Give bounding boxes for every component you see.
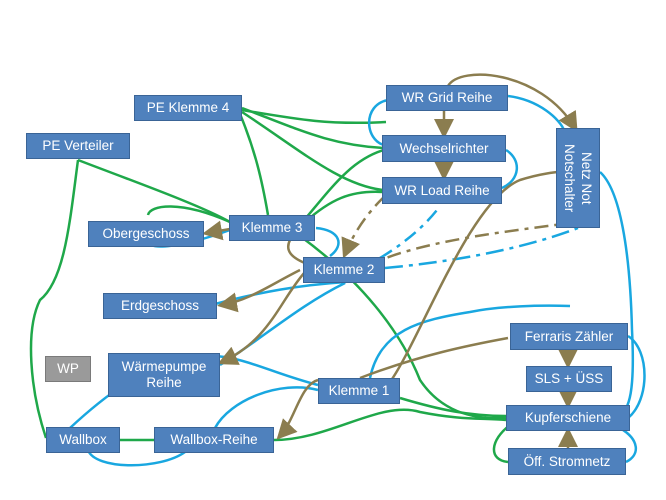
brown-klemme1-ferraris <box>359 336 509 380</box>
node-obergeschoss: Obergeschoss <box>88 221 204 247</box>
node-erdgeschoss: Erdgeschoss <box>103 293 217 319</box>
node-klemme-3: Klemme 3 <box>229 215 315 241</box>
brown-netz-klemme2-dash <box>385 220 579 260</box>
brown-wrload-klemme2-dash <box>341 195 386 259</box>
node-wr-grid-reihe: WR Grid Reihe <box>386 85 508 111</box>
brown-klemme2-waermepumpe <box>217 271 306 365</box>
node-label: Wechselrichter <box>399 140 489 156</box>
node-wallbox-reihe: Wallbox-Reihe <box>154 427 274 453</box>
blue-wrgrid-wechselrichter-loop <box>367 98 389 147</box>
green-klemme1-kupferschiene <box>399 396 507 418</box>
node-wechselrichter: Wechselrichter <box>382 135 506 162</box>
node-oeff-stromnetz: Öff. Stromnetz <box>508 448 626 475</box>
node-label: Netz Not Notschalter <box>562 143 594 213</box>
brown-klemme2-erdgeschoss <box>217 268 301 313</box>
node-label: WR Load Reihe <box>394 182 490 198</box>
node-label: Öff. Stromnetz <box>523 453 611 469</box>
node-waermepumpe-reihe: Wärmepumpe Reihe <box>108 353 220 397</box>
green-klemme3-wechselrichter <box>299 148 385 226</box>
node-label: Wallbox <box>59 432 107 447</box>
blue-klemme1-ferraris <box>368 304 571 379</box>
green-pe4-wrgrid <box>241 108 387 125</box>
l-brown-lines <box>202 73 583 448</box>
blue-netz-kupferschiene <box>599 171 635 420</box>
blue-wallbox-wallboxreihe <box>86 449 186 467</box>
green-wallboxreihe-kupferschiene <box>273 408 507 442</box>
node-wr-load-reihe: WR Load Reihe <box>382 177 502 204</box>
node-ferraris-zaehler: Ferraris Zähler <box>510 323 628 350</box>
node-pe-verteiler: PE Verteiler <box>26 133 130 159</box>
blue-wallboxreihe-klemme1 <box>213 386 319 429</box>
node-wallbox: Wallbox <box>46 427 120 453</box>
node-label: Wallbox-Reihe <box>170 432 258 447</box>
green-klemme3-obergeschoss <box>146 205 231 224</box>
brown-wrgrid-netz <box>446 73 578 133</box>
node-label: WP <box>57 361 79 376</box>
blue-wrload-wechselrichter-loop <box>501 148 518 190</box>
node-label: Klemme 2 <box>313 262 375 277</box>
blue-klemme3-klemme2 <box>315 226 340 258</box>
node-label: WR Grid Reihe <box>401 90 493 105</box>
node-label: SLS + ÜSS <box>534 371 604 386</box>
node-label: Klemme 3 <box>241 220 303 235</box>
node-pe-klemme-4: PE Klemme 4 <box>134 95 242 121</box>
green-kupferschiene-stromnetz-loop <box>492 424 511 464</box>
node-label: Erdgeschoss <box>120 298 200 313</box>
blue-ferraris-sls <box>627 334 646 419</box>
node-label: Kupferschiene <box>524 410 612 425</box>
green-pe4-wrload <box>241 110 384 192</box>
blue-klemme2-netz-dash <box>384 226 579 270</box>
blue-kupferschiene-stromnetz <box>619 426 637 464</box>
brown-klemme3-obergeschoss <box>202 220 231 241</box>
node-label: Klemme 1 <box>328 383 390 398</box>
node-label: PE Klemme 4 <box>146 100 230 115</box>
brown-klemme1-wallboxreihe <box>276 378 319 440</box>
blue-wrgrid-netz <box>507 94 566 131</box>
green-peverteiler-wallbox <box>29 159 80 439</box>
node-label: Obergeschoss <box>102 226 190 241</box>
node-label: Ferraris Zähler <box>524 328 614 344</box>
pe-green-lines <box>29 106 511 464</box>
node-sls-uess: SLS + ÜSS <box>526 366 612 392</box>
node-kupferschiene: Kupferschiene <box>506 405 630 431</box>
node-netz-notschalter: Netz Not Notschalter <box>556 128 600 228</box>
node-label: PE Verteiler <box>42 138 114 153</box>
green-pe4-wechselrichter <box>241 106 385 150</box>
node-klemme-1: Klemme 1 <box>318 378 400 404</box>
node-label: Wärmepumpe Reihe <box>121 359 207 390</box>
blue-klemme2-wrload-dash <box>379 205 442 260</box>
node-klemme-2: Klemme 2 <box>303 257 385 283</box>
node-wp: WP <box>45 356 91 382</box>
green-pe4-klemme3 <box>238 113 270 216</box>
